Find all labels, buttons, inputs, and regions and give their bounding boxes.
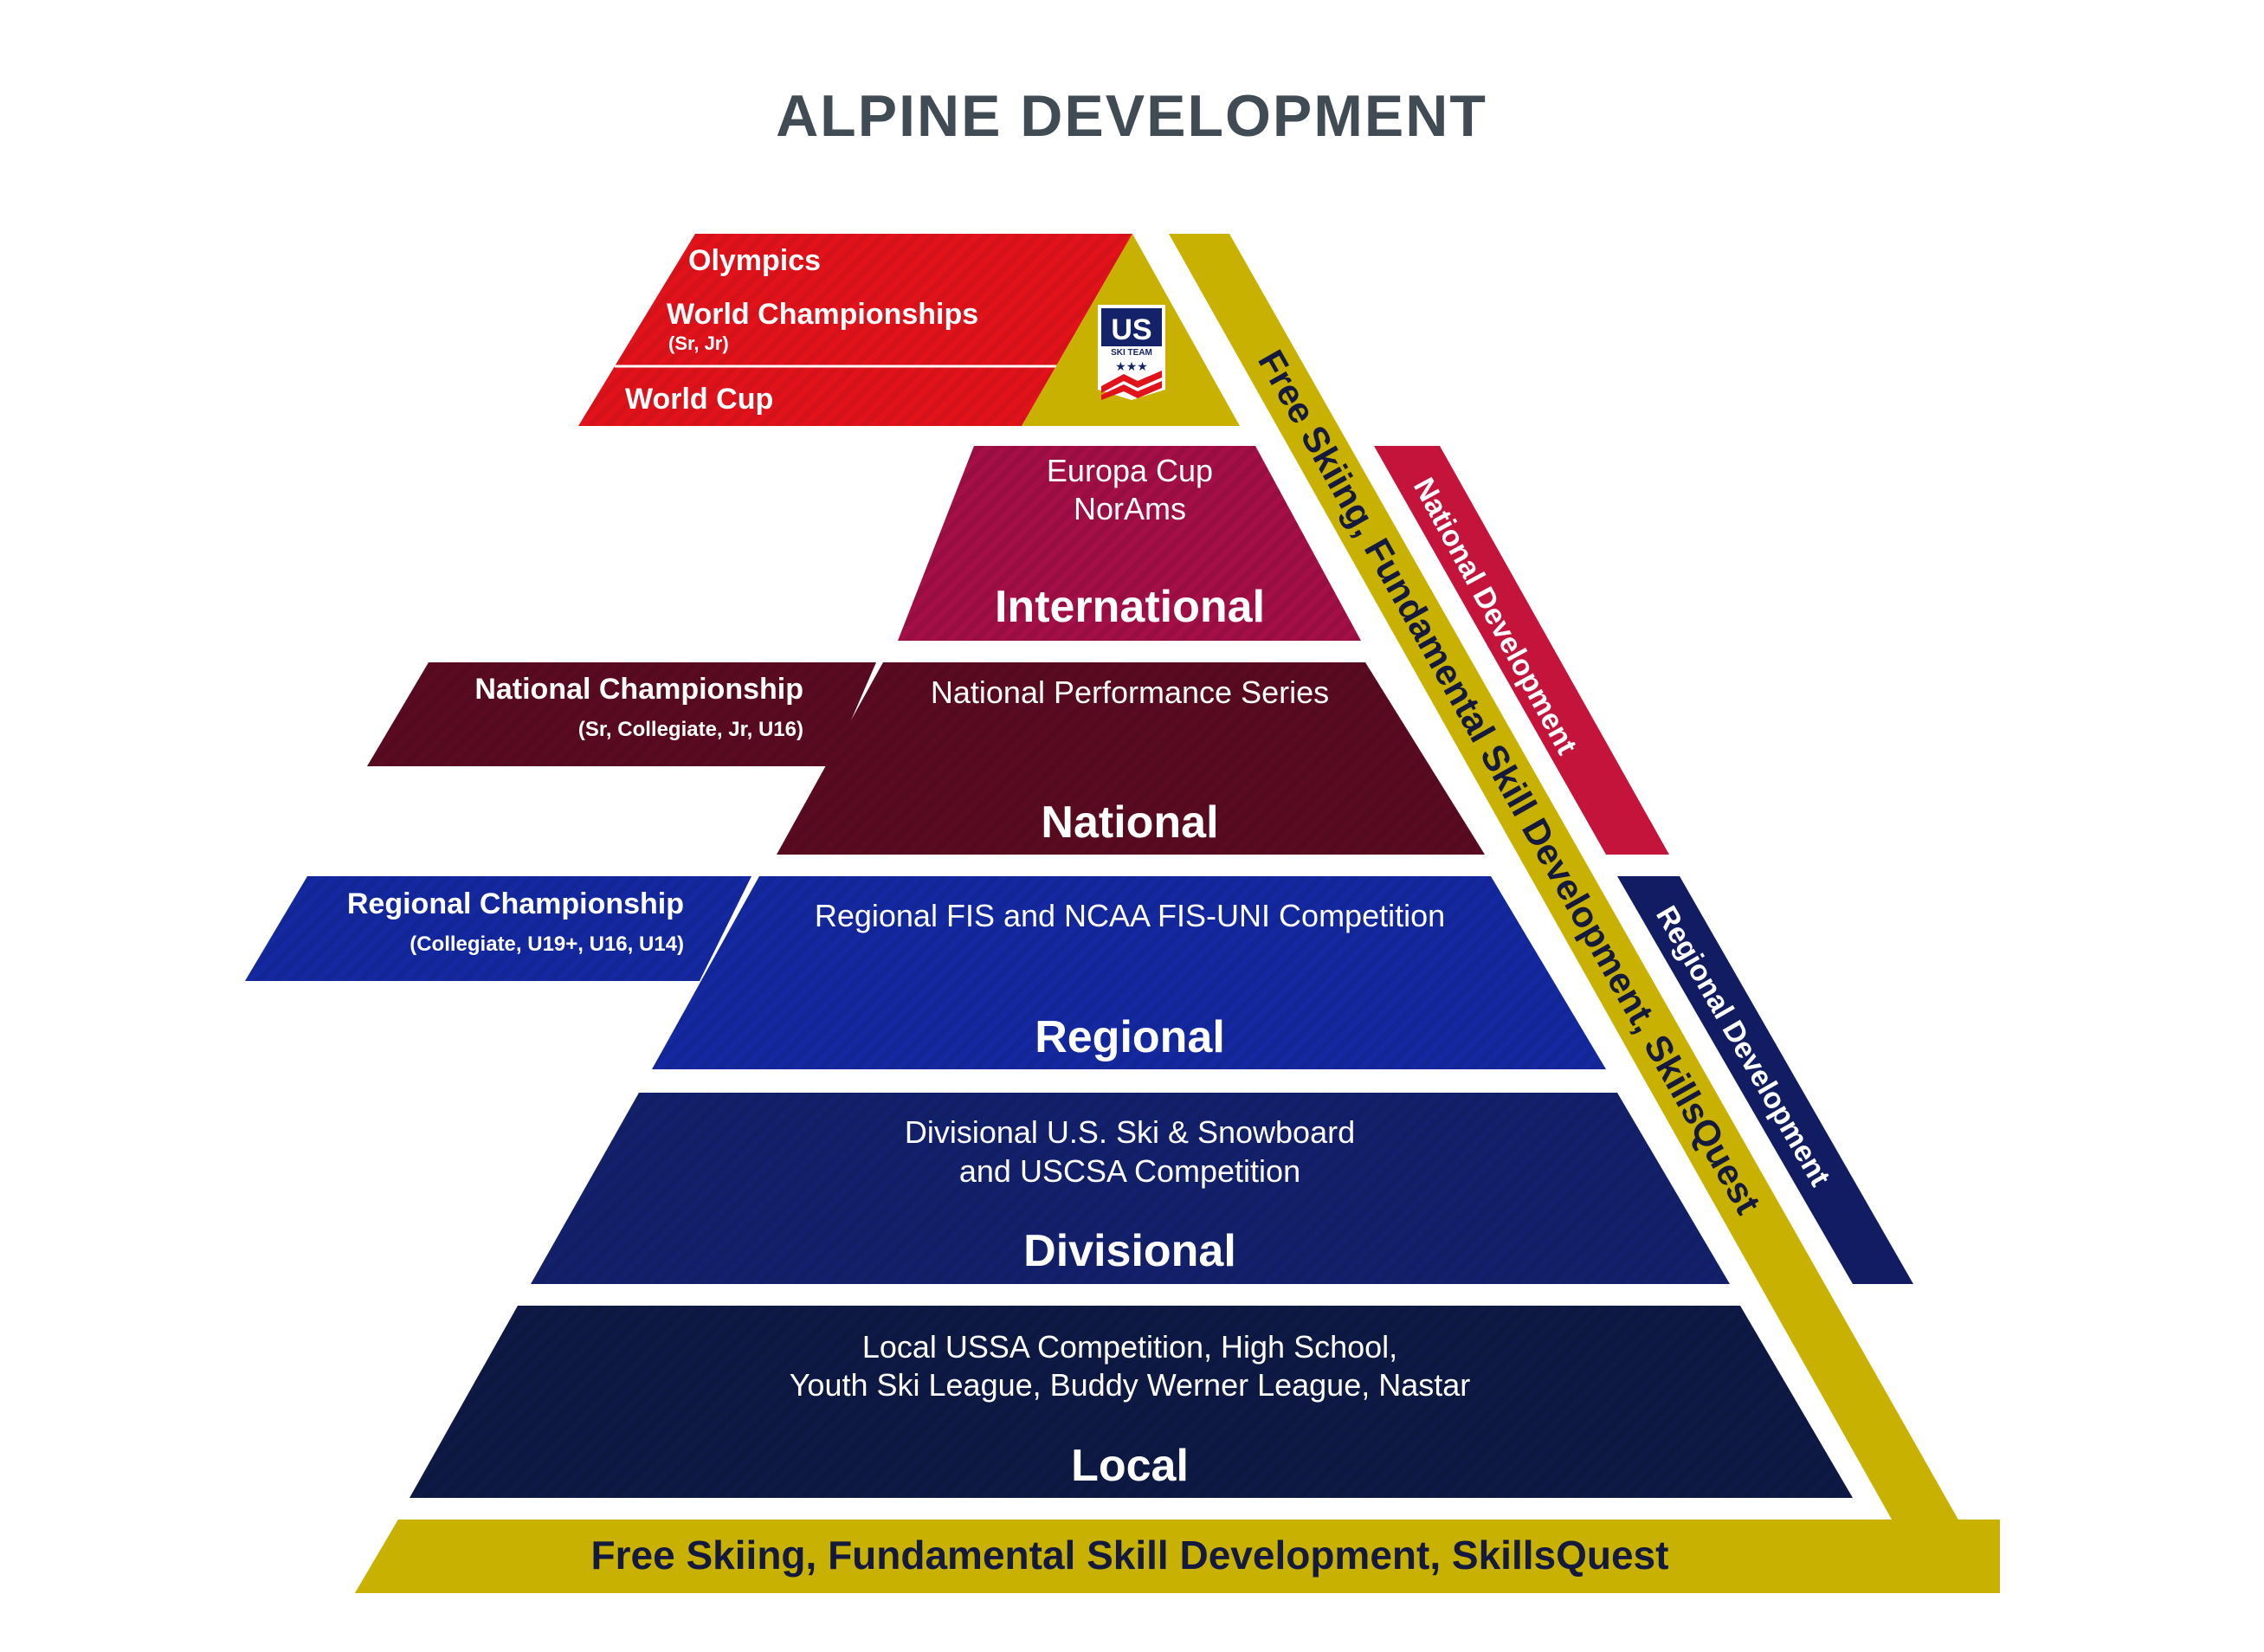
regional-tier-texture [652,876,1606,1069]
regional-championship-sub: (Collegiate, U19+, U16, U14) [410,932,684,956]
world-championships-sub: (Sr, Jr) [668,332,729,354]
svg-text:SKI TEAM: SKI TEAM [1111,348,1152,358]
world-championships-label: World Championships [667,298,978,331]
national-development-band [1374,446,1669,855]
international-line2: NorAms [1074,491,1186,526]
local-line1: Local USSA Competition, High School, [862,1329,1397,1365]
local-label: Local [1071,1441,1189,1491]
svg-text:US: US [1111,313,1151,346]
world-cup-label: World Cup [625,383,773,416]
regional-label: Regional [1035,1012,1225,1062]
free-skiing-base-label: Free Skiing, Fundamental Skill Developme… [591,1533,1669,1578]
local-tier-texture [410,1306,1853,1498]
national-label: National [1041,797,1218,848]
svg-text:★★★: ★★★ [1115,359,1148,373]
diagram-title: ALPINE DEVELOPMENT [776,83,1487,149]
free-skiing-diagonal-band [1171,234,2000,1593]
regional-championship-label: Regional Championship [347,887,684,920]
divisional-tier-texture [531,1093,1730,1284]
divisional-line2: and USCSA Competition [959,1153,1300,1189]
regional-line1: Regional FIS and NCAA FIS-UNI Competitio… [815,898,1445,933]
free-skiing-base-band [355,1520,2000,1593]
regional-championship-tag-texture [245,876,751,981]
international-tier-texture [898,446,1361,641]
local-line2: Youth Ski League, Buddy Werner League, N… [790,1367,1471,1403]
regional-development-band [1617,876,1913,1284]
national-championship-label: National Championship [474,673,803,706]
divisional-line1: Divisional U.S. Ski & Snowboard [905,1114,1355,1150]
national-line1: National Performance Series [931,674,1329,710]
national-championship-tag-texture [367,662,876,766]
elite-block-texture [578,234,1132,426]
international-line1: Europa Cup [1047,453,1213,488]
divisional-label: Divisional [1023,1226,1236,1276]
national-championship-sub: (Sr, Collegiate, Jr, U16) [578,718,803,741]
national-tier-texture [777,662,1485,855]
olympics-label: Olympics [688,244,821,277]
us-ski-team-logo-icon: US SKI TEAM ★★★ [1098,305,1165,400]
international-label: International [995,582,1265,632]
